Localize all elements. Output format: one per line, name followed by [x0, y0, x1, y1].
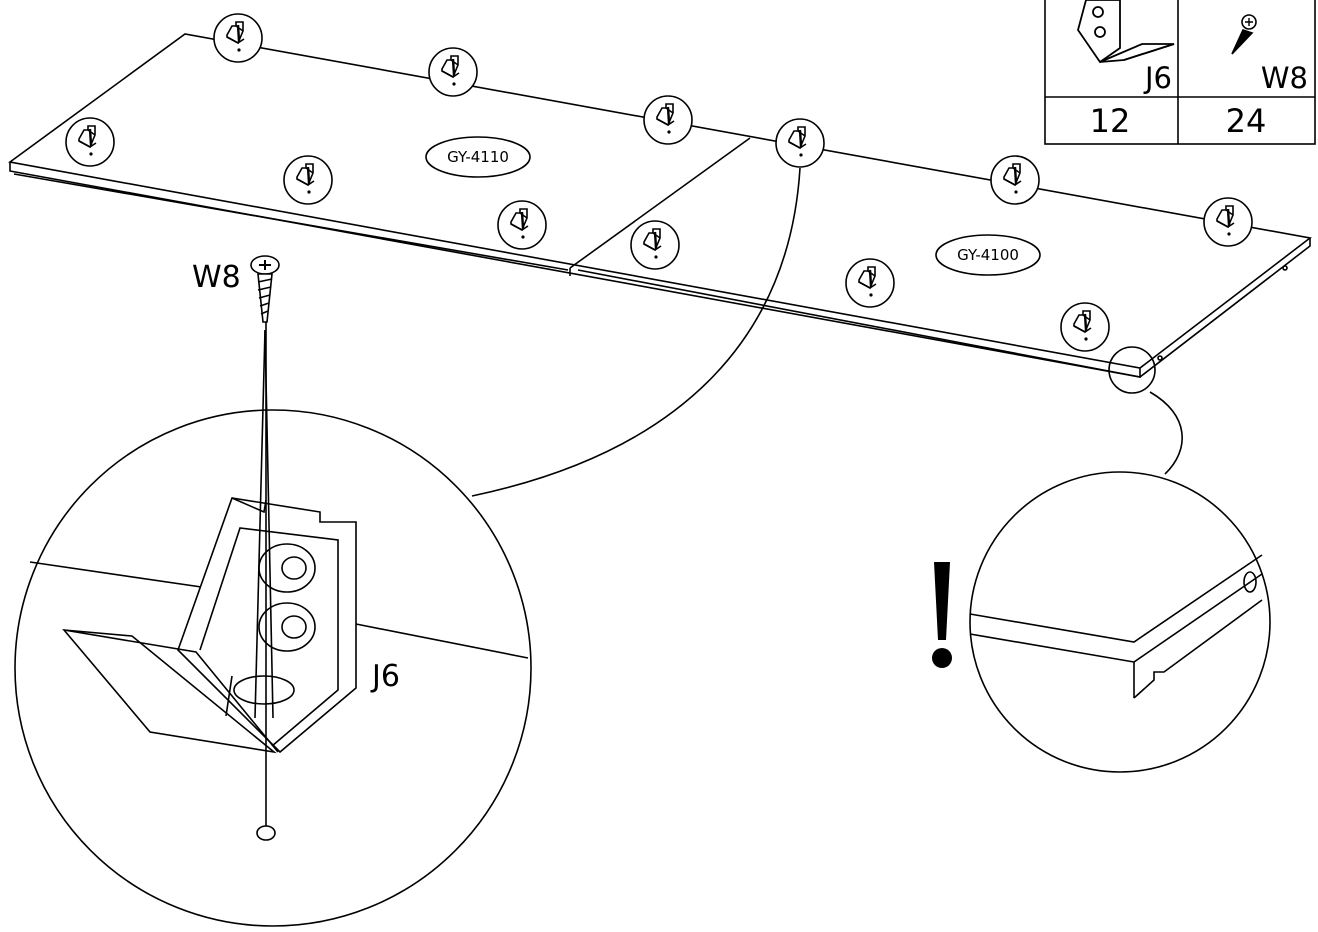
bracket-label: J6: [370, 659, 400, 694]
panel-assembly: [8, 33, 1312, 378]
svg-text:GY-4100: GY-4100: [957, 246, 1019, 264]
screw-w8-icon: [250, 255, 280, 323]
screw-icon: [1231, 14, 1257, 55]
part-tag-gy-4100: GY-4100: [935, 234, 1041, 276]
screw-label: W8: [192, 260, 241, 295]
bracket-detail-zoom: [14, 167, 801, 927]
hardware-table: J6 W8 12 24: [1044, 0, 1316, 145]
table-code-j6: J6: [1143, 61, 1172, 95]
table-code-w8: W8: [1261, 61, 1308, 95]
exclamation-icon: [932, 562, 952, 668]
corner-bracket-icon: [1077, 0, 1175, 64]
svg-text:GY-4110: GY-4110: [447, 148, 509, 166]
table-qty-j6: 12: [1090, 102, 1131, 140]
table-qty-w8: 24: [1226, 102, 1267, 140]
edge-detail-zoom: [969, 265, 1288, 773]
part-tag-gy-4110: GY-4110: [425, 136, 531, 178]
